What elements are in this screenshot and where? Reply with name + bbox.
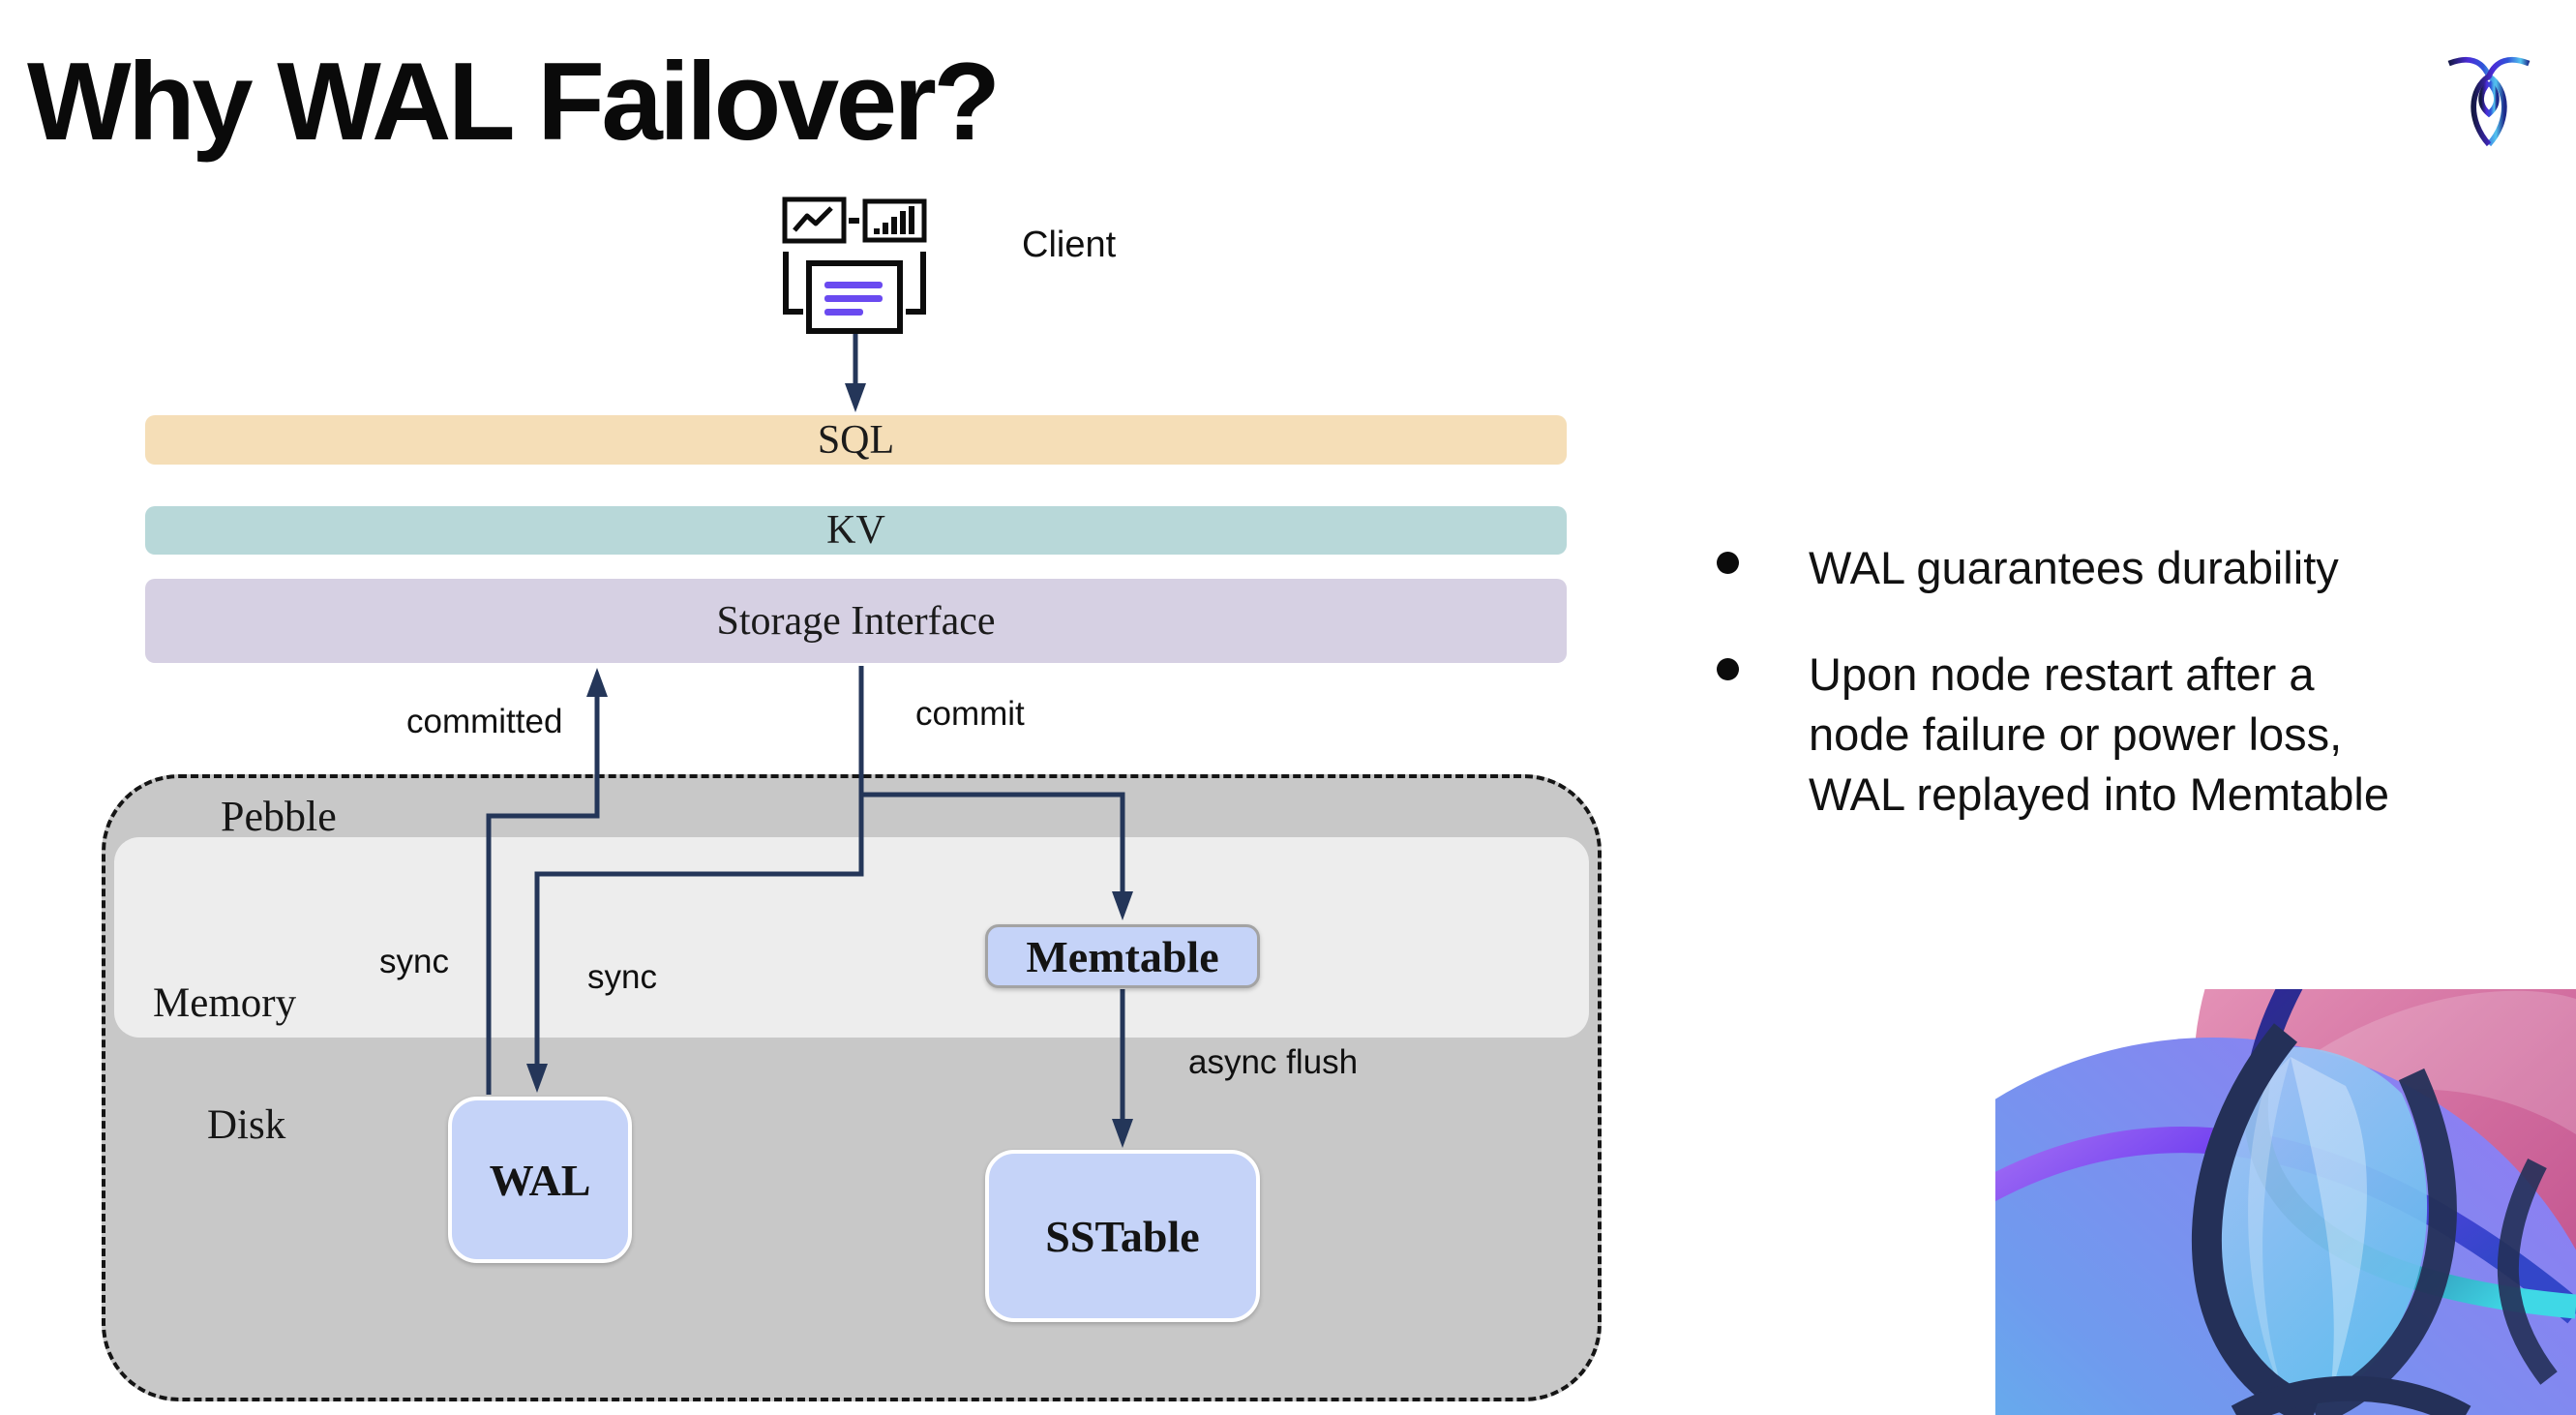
bullet-item: WAL guarantees durability (1711, 538, 2572, 598)
cockroachdb-logo-icon (2447, 57, 2531, 147)
memory-label: Memory (153, 980, 297, 1026)
wal-node: WAL (448, 1097, 632, 1263)
memtable-node: Memtable (985, 924, 1260, 988)
committed-label: committed (406, 703, 563, 740)
bullet-text: Upon node restart after a node failure o… (1809, 648, 2389, 820)
async-flush-label: async flush (1188, 1043, 1359, 1081)
layer-sql: SQL (145, 415, 1567, 465)
pebble-label: Pebble (221, 793, 337, 840)
commit-label: commit (915, 695, 1025, 733)
bullet-item: Upon node restart after a node failure o… (1711, 645, 2572, 825)
sync-label-left: sync (379, 943, 449, 980)
sstable-node: SSTable (985, 1150, 1260, 1322)
sync-label-right: sync (587, 958, 657, 996)
page-title: Why WAL Failover? (27, 41, 1001, 164)
layer-storage-interface: Storage Interface (145, 579, 1567, 663)
client-terminal-icon (782, 196, 927, 334)
disk-label: Disk (207, 1102, 286, 1148)
memory-band (114, 837, 1589, 1038)
layer-kv: KV (145, 506, 1567, 555)
client-label: Client (1022, 225, 1117, 265)
brand-decoration-icon (1995, 989, 2576, 1415)
bullet-dot-icon (1717, 552, 1739, 574)
bullet-list: WAL guarantees durability Upon node rest… (1711, 538, 2572, 825)
bullet-text: WAL guarantees durability (1809, 542, 2339, 593)
bullet-dot-icon (1717, 658, 1739, 680)
